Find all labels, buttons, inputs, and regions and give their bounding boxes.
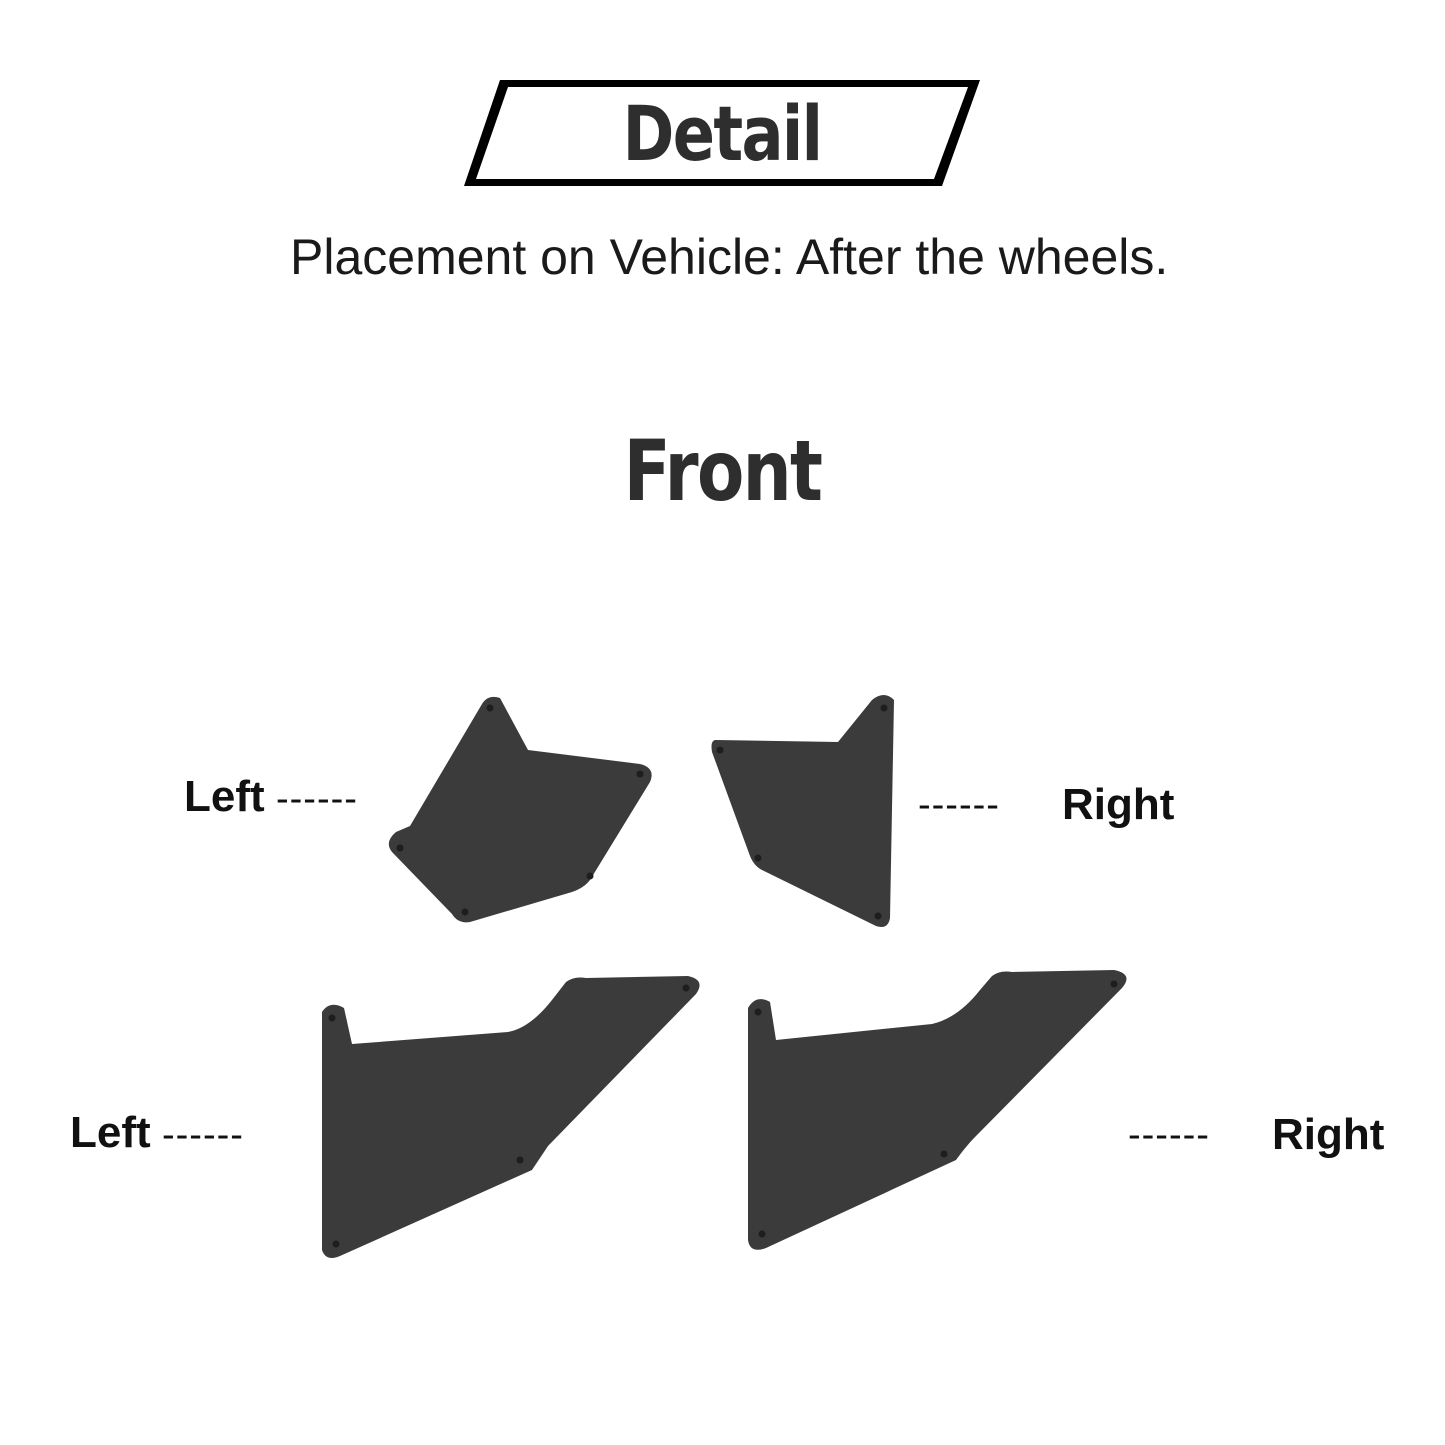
label-top-left: Left xyxy=(184,772,265,821)
mounting-hole xyxy=(716,746,724,754)
mounting-hole xyxy=(636,770,644,778)
mounting-hole xyxy=(874,912,882,920)
mounting-hole xyxy=(332,1240,340,1248)
mudflap-bottom-right xyxy=(748,970,1127,1250)
mounting-hole xyxy=(461,908,469,916)
mounting-hole xyxy=(516,1156,524,1164)
banner-frame xyxy=(464,80,980,186)
label-bottom-left: Left xyxy=(70,1108,151,1157)
mounting-hole xyxy=(1110,980,1118,988)
placement-subtitle: Placement on Vehicle: After the wheels. xyxy=(290,229,1169,285)
mounting-hole xyxy=(396,844,404,852)
leader-line-top-right: ------ xyxy=(918,784,1000,826)
mudflap-top-right xyxy=(711,695,894,927)
mounting-hole xyxy=(754,1008,762,1016)
leader-line-top-left: ------ xyxy=(276,778,358,820)
leader-line-bottom-right: ------ xyxy=(1128,1114,1210,1156)
section-title-front: Front xyxy=(623,422,823,520)
mounting-hole xyxy=(940,1150,948,1158)
mudflap-top-left xyxy=(388,696,652,923)
mounting-hole xyxy=(486,704,494,712)
label-top-right: Right xyxy=(1062,780,1175,829)
label-bottom-right: Right xyxy=(1272,1110,1385,1159)
title-banner: Detail xyxy=(462,78,982,188)
leader-line-bottom-left: ------ xyxy=(162,1114,244,1156)
mounting-hole xyxy=(880,704,888,712)
mounting-hole xyxy=(328,1014,336,1022)
mounting-hole xyxy=(682,984,690,992)
mounting-hole xyxy=(758,1230,766,1238)
mounting-hole xyxy=(754,854,762,862)
mounting-hole xyxy=(586,872,594,880)
page-title: Detail xyxy=(622,88,823,178)
mudflap-bottom-left xyxy=(322,976,700,1258)
